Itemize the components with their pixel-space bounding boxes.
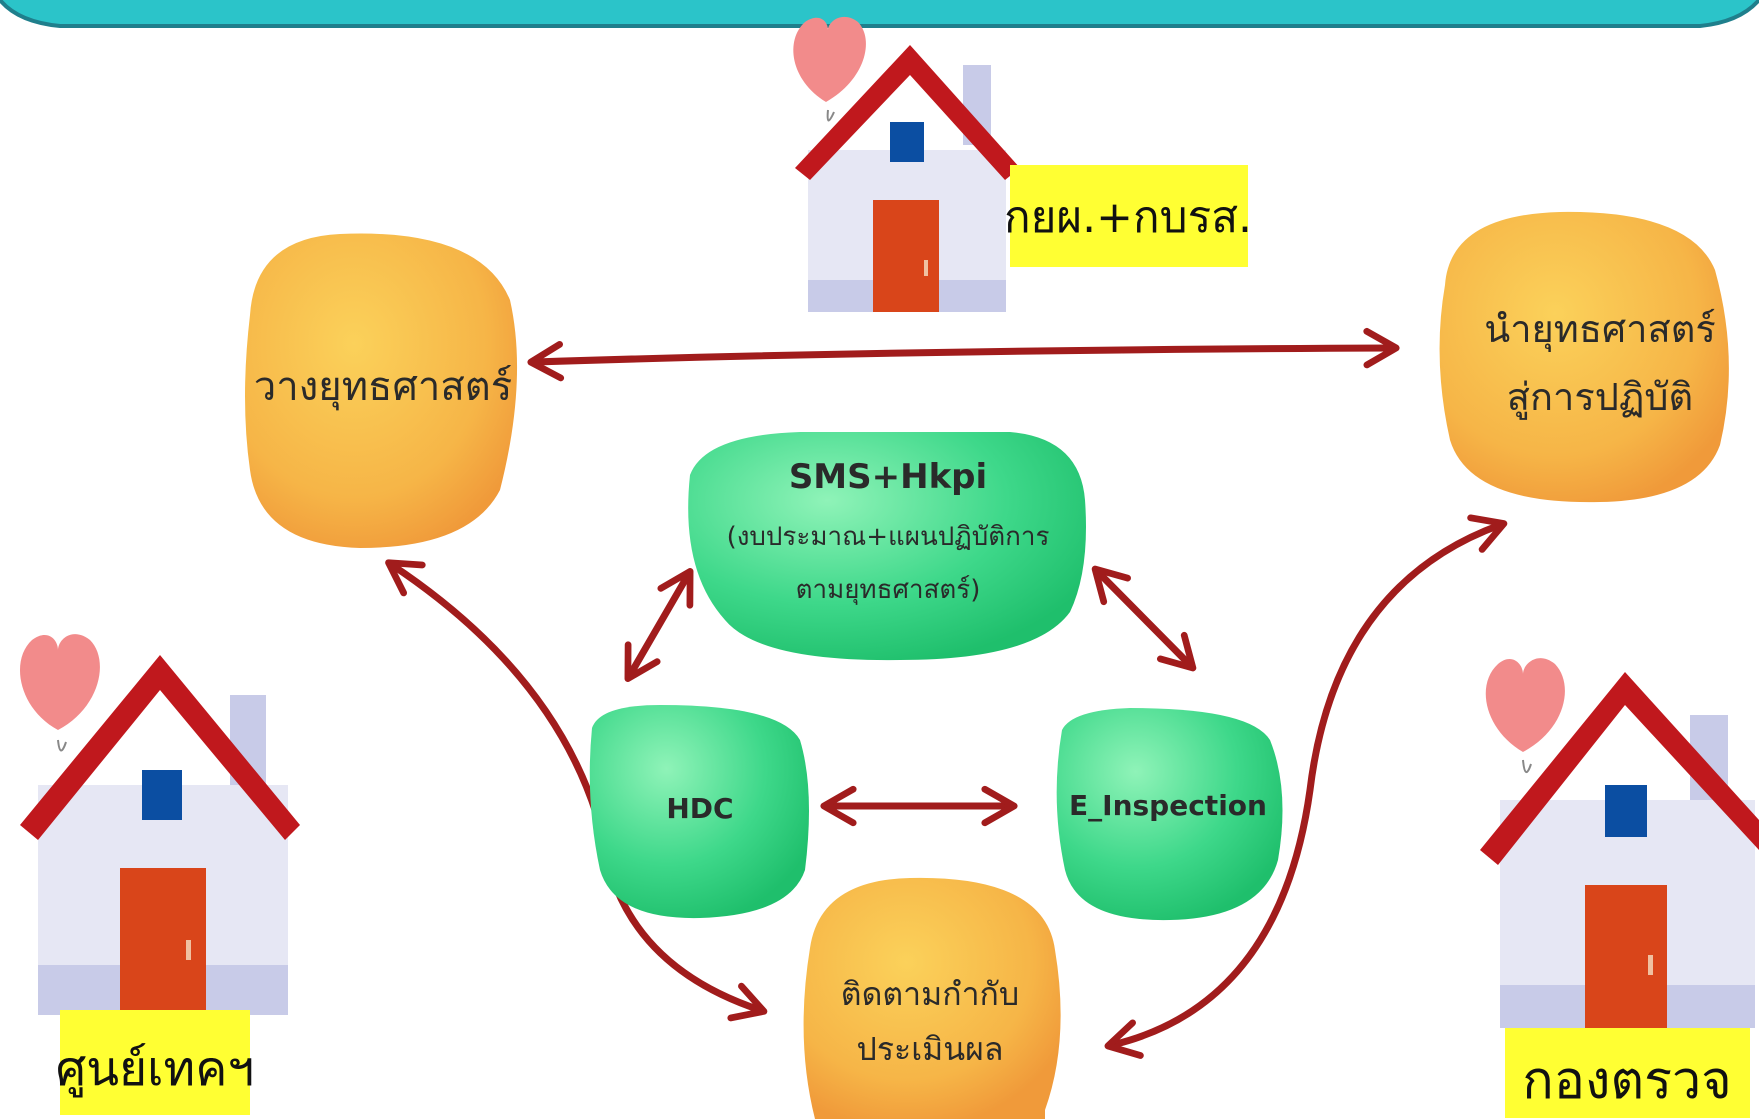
house-right-label-bg (1505, 1028, 1750, 1118)
house-top-label-bg (1010, 165, 1248, 267)
heart-balloon-icon (19, 634, 100, 752)
arrow-plan-implement (527, 327, 1400, 382)
house-right: กองตรวจ (1480, 658, 1759, 1118)
heart-balloon-icon (1485, 658, 1565, 773)
node-implement-label-2: สู่การปฏิบัติ (1507, 375, 1693, 420)
node-implement-label-1: นำยุทธศาสตร์ (1484, 307, 1716, 352)
node-plan-shape (245, 233, 518, 549)
node-sms-shape (688, 432, 1086, 661)
house-top: กยผ.+กบรส. (793, 16, 1252, 312)
node-monitor-label-1: ติดตามกำกับ (841, 975, 1019, 1013)
arrow-implement-monitor (1104, 514, 1508, 1059)
node-sms-line3: ตามยุทธศาสตร์) (796, 575, 981, 605)
arrow-sms-hdc (624, 568, 694, 682)
node-hdc: HDC (589, 705, 809, 919)
node-sms-line2: (งบประมาณ+แผนปฏิบัติการ (727, 522, 1050, 552)
house-door (1585, 885, 1667, 1028)
house-roof (1480, 672, 1759, 865)
node-monitor: ติดตามกำกับ ประเมินผล (803, 877, 1061, 1119)
house-door-knob (186, 940, 191, 960)
house-left-label: ศูนย์เทคฯ (56, 1041, 255, 1098)
node-monitor-shape (803, 877, 1061, 1119)
node-einspection-shape (1056, 708, 1283, 921)
node-hdc-shape (589, 705, 809, 919)
house-window (890, 122, 924, 162)
house-roof (20, 655, 300, 840)
node-implement-shape (1439, 211, 1729, 503)
node-implement: นำยุทธศาสตร์ สู่การปฏิบัติ (1439, 211, 1729, 503)
house-door-knob (1648, 955, 1653, 975)
node-plan: วางยุทธศาสตร์ (245, 233, 518, 549)
arrow-sms-einspection (1091, 565, 1197, 672)
node-einspection-label: E_Inspection (1069, 789, 1267, 822)
node-sms: SMS+Hkpi (งบประมาณ+แผนปฏิบัติการ ตามยุทธ… (688, 432, 1086, 661)
house-window (1605, 785, 1647, 837)
house-top-label: กยผ.+กบรส. (1004, 192, 1252, 243)
house-door (873, 200, 939, 312)
house-roof (795, 45, 1020, 180)
node-sms-title: SMS+Hkpi (789, 457, 987, 497)
node-einspection: E_Inspection (1056, 708, 1283, 921)
house-left-label-bg (60, 1010, 250, 1115)
house-window (142, 770, 182, 820)
top-banner (0, 0, 1759, 28)
house-right-label: กองตรวจ (1522, 1051, 1731, 1111)
house-door (120, 868, 206, 1015)
house-door-knob (924, 260, 928, 276)
node-plan-label: วางยุทธศาสตร์ (254, 364, 512, 411)
node-monitor-label-2: ประเมินผล (857, 1030, 1004, 1068)
house-left: ศูนย์เทคฯ (19, 634, 300, 1115)
heart-balloon-icon (793, 16, 866, 122)
node-hdc-label: HDC (666, 792, 733, 825)
